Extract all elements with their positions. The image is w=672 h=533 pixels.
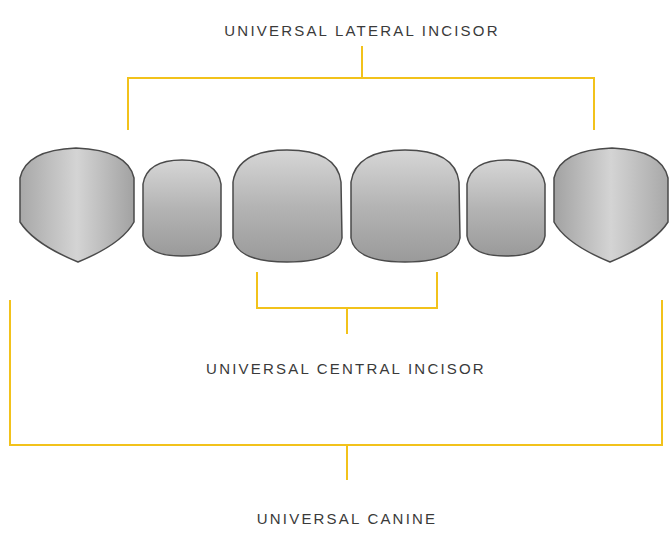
bracket-stem (361, 46, 363, 78)
bracket-label: UNIVERSAL CANINE (257, 510, 438, 528)
lateral-incisor-tooth (143, 160, 221, 256)
bracket-label: UNIVERSAL LATERAL INCISOR (224, 22, 499, 40)
canine-tooth (20, 148, 134, 262)
bracket (10, 46, 662, 480)
bracket-stem (346, 308, 348, 334)
canine-bracket (10, 300, 662, 445)
bracket-label: UNIVERSAL CENTRAL INCISOR (206, 360, 486, 378)
bracket-stem (346, 445, 348, 480)
lateral-incisor-tooth (467, 160, 545, 256)
central-incisor-tooth (351, 150, 460, 262)
central-bracket (257, 272, 437, 308)
central-incisor-tooth (233, 150, 342, 262)
lateral-bracket (128, 78, 594, 130)
canine-tooth (554, 148, 668, 262)
